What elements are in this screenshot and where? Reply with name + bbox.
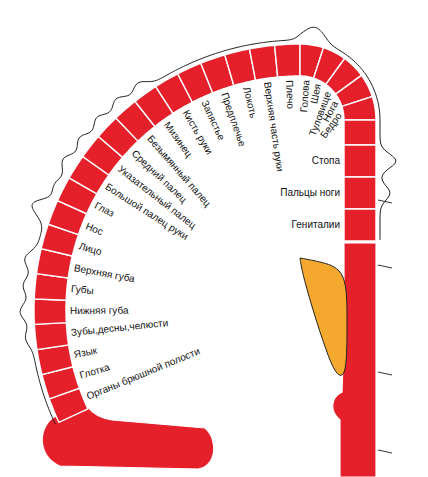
body-part-label: Верхняя губа xyxy=(73,262,136,285)
cortex-segment xyxy=(342,97,376,120)
cortex-segment xyxy=(275,44,300,77)
body-outline xyxy=(20,27,396,424)
cortex-segment xyxy=(344,120,376,145)
cortex-segment xyxy=(344,177,376,209)
body-part-label: Стопа xyxy=(312,155,340,167)
cortex-segment xyxy=(249,45,277,80)
tick-line xyxy=(378,450,392,453)
body-part-label: Гениталии xyxy=(292,219,340,231)
orange-region xyxy=(300,258,347,375)
body-part-label: Верхняя часть руки xyxy=(261,82,286,173)
body-part-label: Нос xyxy=(84,220,105,238)
tick-line xyxy=(378,372,392,375)
body-part-label: Глаз xyxy=(92,200,116,220)
body-part-label: Лицо xyxy=(77,241,103,259)
cortex-segment xyxy=(344,145,376,177)
cortex-segment xyxy=(34,299,66,324)
cortex-segment xyxy=(344,209,376,241)
cortex-segment xyxy=(34,323,68,350)
body-part-label: Губы xyxy=(70,283,94,297)
tick-line xyxy=(378,265,392,268)
body-part-label: Язык xyxy=(73,345,98,361)
body-part-label: Плечо xyxy=(283,80,296,110)
body-part-label: Глотка xyxy=(78,362,111,382)
body-part-label: Нижняя губа xyxy=(70,305,129,317)
body-part-label: Пальцы ноги xyxy=(280,187,340,199)
body-part-label: Зубы,десны,челюсти xyxy=(71,317,169,339)
body-part-label: Локоть xyxy=(240,85,259,119)
